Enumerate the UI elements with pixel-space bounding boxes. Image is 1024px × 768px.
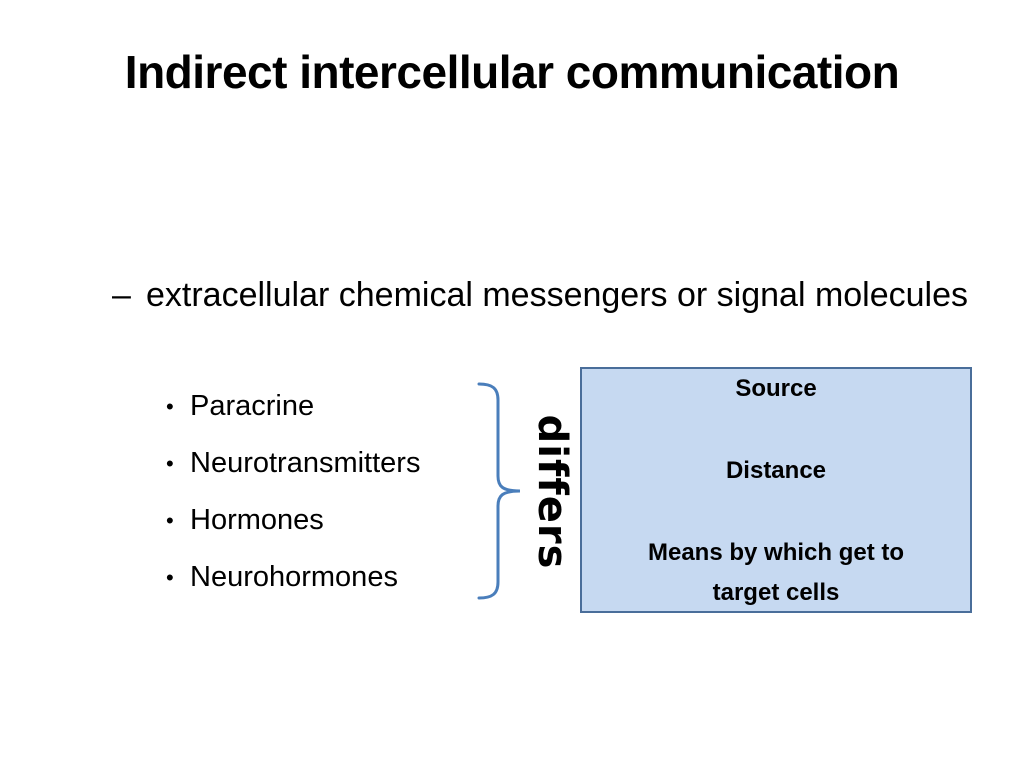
list-item: • Neurohormones <box>166 549 496 606</box>
list-item-label: Hormones <box>190 504 324 536</box>
list-item-label: Paracrine <box>190 390 315 422</box>
slide-title: Indirect intercellular communication <box>124 46 900 98</box>
list-item: • Hormones <box>166 492 496 549</box>
box-line-distance: Distance <box>725 457 827 484</box>
dash-marker: – <box>112 276 131 314</box>
bullet-marker: • <box>166 565 174 590</box>
messenger-type-list: • Paracrine • Neurotransmitters • Hormon… <box>166 378 496 606</box>
list-item-label: Neurotransmitters <box>190 447 421 479</box>
right-curly-brace <box>477 382 521 600</box>
level1-bullet: – extracellular chemical messengers or s… <box>112 268 972 322</box>
differences-box: Source Distance Means by which get to ta… <box>580 367 972 613</box>
bullet-marker: • <box>166 394 174 419</box>
bullet-marker: • <box>166 508 174 533</box>
differs-label: differs <box>529 414 575 570</box>
level1-bullet-text: extracellular chemical messengers or sig… <box>146 276 969 314</box>
bullet-marker: • <box>166 451 174 476</box>
list-item: • Paracrine <box>166 378 496 435</box>
box-line-means: Means by which get to <box>647 539 905 566</box>
list-item: • Neurotransmitters <box>166 435 496 492</box>
box-line-target: target cells <box>712 579 840 606</box>
box-line-source: Source <box>735 375 817 402</box>
list-item-label: Neurohormones <box>190 561 398 593</box>
